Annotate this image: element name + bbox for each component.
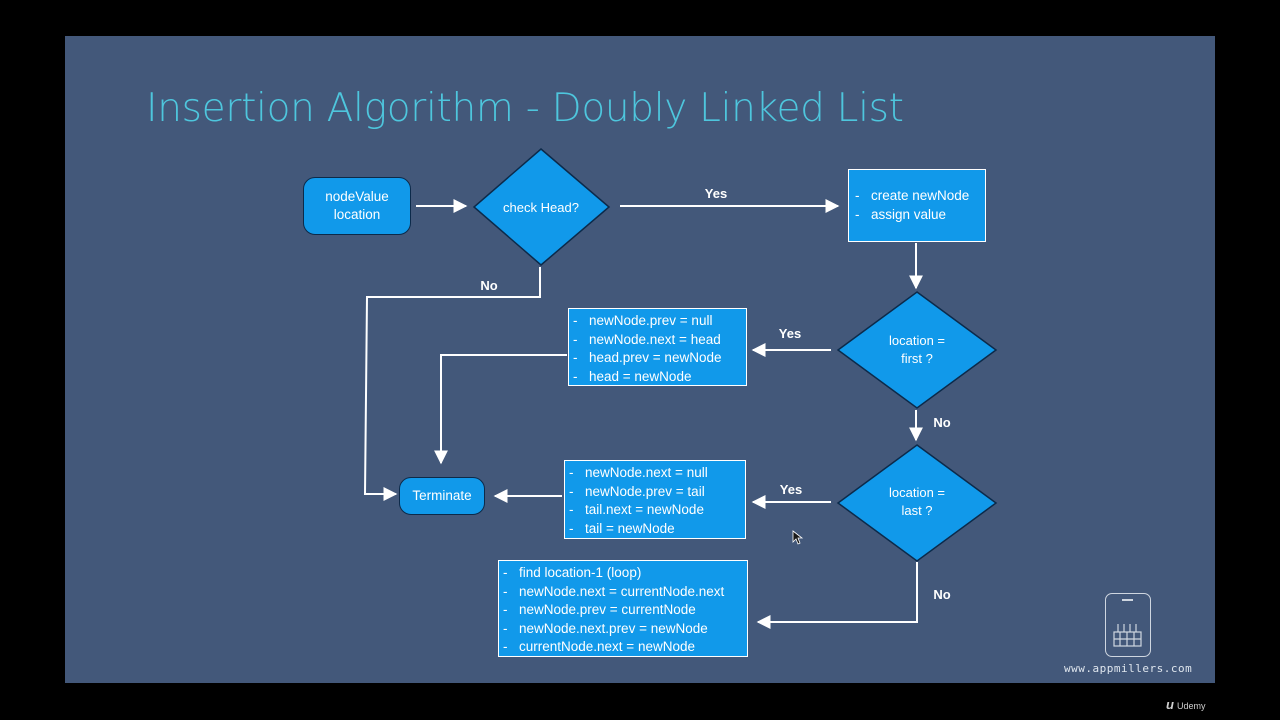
process-item: head = newNode bbox=[573, 368, 746, 387]
decision-check-head bbox=[472, 148, 611, 266]
mouse-cursor-icon bbox=[792, 530, 804, 545]
slide-title: Insertion Algorithm - Doubly Linked List bbox=[146, 86, 904, 131]
phone-factory-icon bbox=[1105, 593, 1151, 657]
location-last-line1: location = bbox=[889, 485, 945, 500]
process-item: tail.next = newNode bbox=[569, 501, 745, 520]
edge-label-head-no: No bbox=[480, 278, 497, 293]
location-first-line1: location = bbox=[889, 333, 945, 348]
factory-icon bbox=[1113, 599, 1142, 647]
edge-check-no bbox=[363, 267, 541, 501]
start-line2: location bbox=[333, 207, 381, 222]
udemy-label: Udemy bbox=[1176, 701, 1206, 711]
check-head-label: check Head? bbox=[503, 200, 579, 215]
process-item: newNode.next = null bbox=[569, 464, 745, 483]
start-line1: nodeValue bbox=[325, 189, 389, 204]
process-item: assign value bbox=[855, 206, 985, 225]
process-item: newNode.prev = currentNode bbox=[503, 601, 747, 620]
process-insert-last: newNode.next = null newNode.prev = tail … bbox=[564, 460, 746, 539]
process-create-node: create newNode assign value bbox=[848, 169, 986, 242]
edge-label-last-yes: Yes bbox=[780, 482, 802, 497]
process-item: newNode.next = head bbox=[573, 331, 746, 350]
decision-location-first bbox=[836, 291, 998, 409]
process-item: tail = newNode bbox=[569, 520, 745, 539]
location-first-line2: first ? bbox=[901, 351, 933, 366]
process-insert-middle: find location-1 (loop) newNode.next = cu… bbox=[498, 560, 748, 657]
process-item: currentNode.next = newNode bbox=[503, 638, 747, 657]
location-last-line2: last ? bbox=[901, 503, 932, 518]
decision-location-last bbox=[836, 444, 998, 562]
edge-label-last-no: No bbox=[933, 587, 950, 602]
edge-label-head-yes: Yes bbox=[705, 186, 727, 201]
process-item: newNode.prev = tail bbox=[569, 483, 745, 502]
terminate-node: Terminate bbox=[399, 477, 485, 515]
edge-label-first-yes: Yes bbox=[779, 326, 801, 341]
process-item: newNode.next.prev = newNode bbox=[503, 620, 747, 639]
udemy-logo-icon: u bbox=[1166, 697, 1174, 712]
process-item: newNode.next = currentNode.next bbox=[503, 583, 747, 602]
start-node: nodeValue location bbox=[303, 177, 411, 235]
process-item: head.prev = newNode bbox=[573, 349, 746, 368]
process-item: create newNode bbox=[855, 187, 985, 206]
process-insert-first: newNode.prev = null newNode.next = head … bbox=[568, 308, 747, 386]
branding-url: www.appmillers.com bbox=[1064, 662, 1193, 675]
terminate-label: Terminate bbox=[412, 488, 472, 503]
edge-insert-first-to-terminate bbox=[434, 354, 567, 465]
edge-last-no bbox=[756, 562, 918, 629]
process-item: find location-1 (loop) bbox=[503, 564, 747, 583]
process-item: newNode.prev = null bbox=[573, 312, 746, 331]
edge-label-first-no: No bbox=[933, 415, 950, 430]
